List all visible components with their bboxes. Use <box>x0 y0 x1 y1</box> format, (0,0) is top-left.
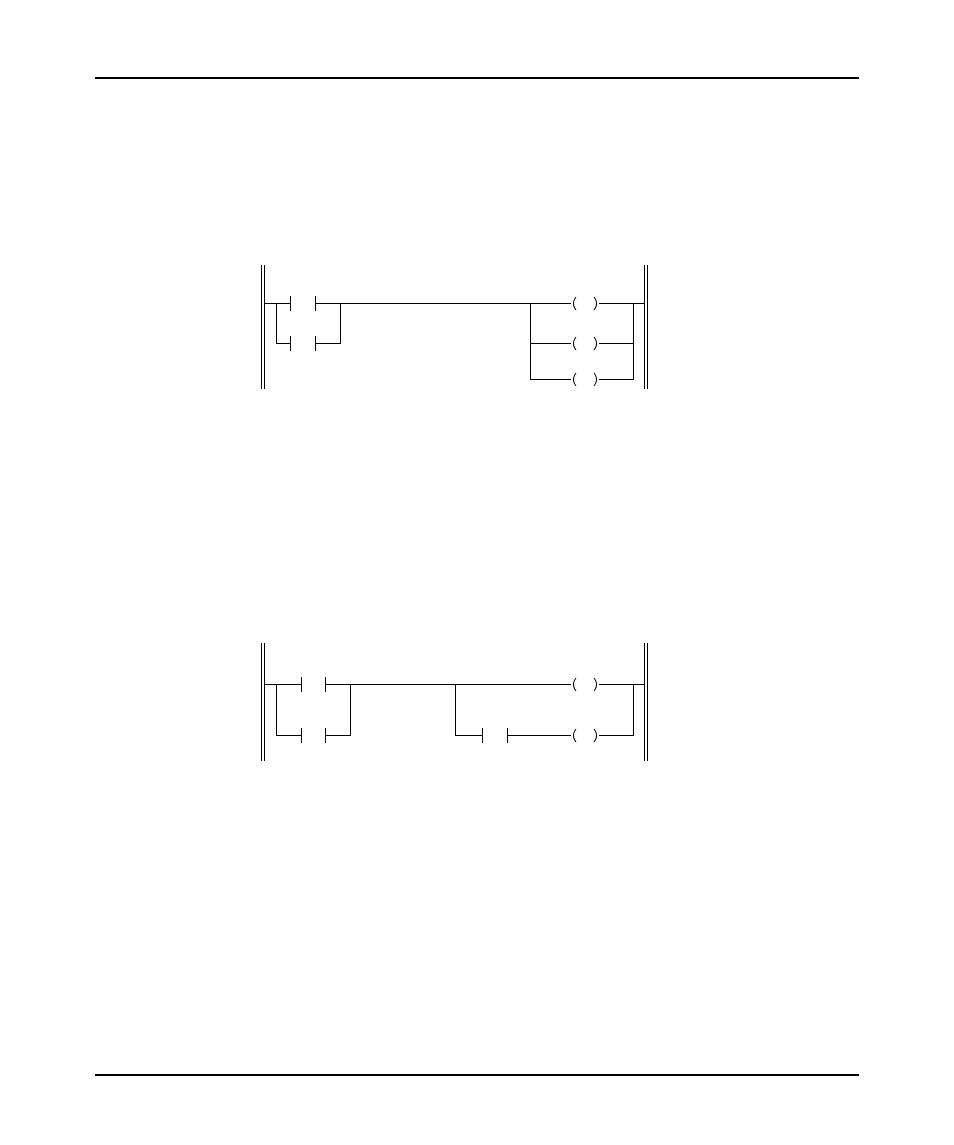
footer-rule <box>95 1074 859 1076</box>
contact-3 <box>483 728 572 743</box>
right-power-rail <box>645 643 648 761</box>
output-branch <box>456 685 646 736</box>
coil-2 <box>574 729 597 742</box>
contact-2 <box>277 685 351 744</box>
left-power-rail <box>262 643 265 761</box>
contact-1 <box>264 677 326 692</box>
coil-1 <box>574 678 597 691</box>
